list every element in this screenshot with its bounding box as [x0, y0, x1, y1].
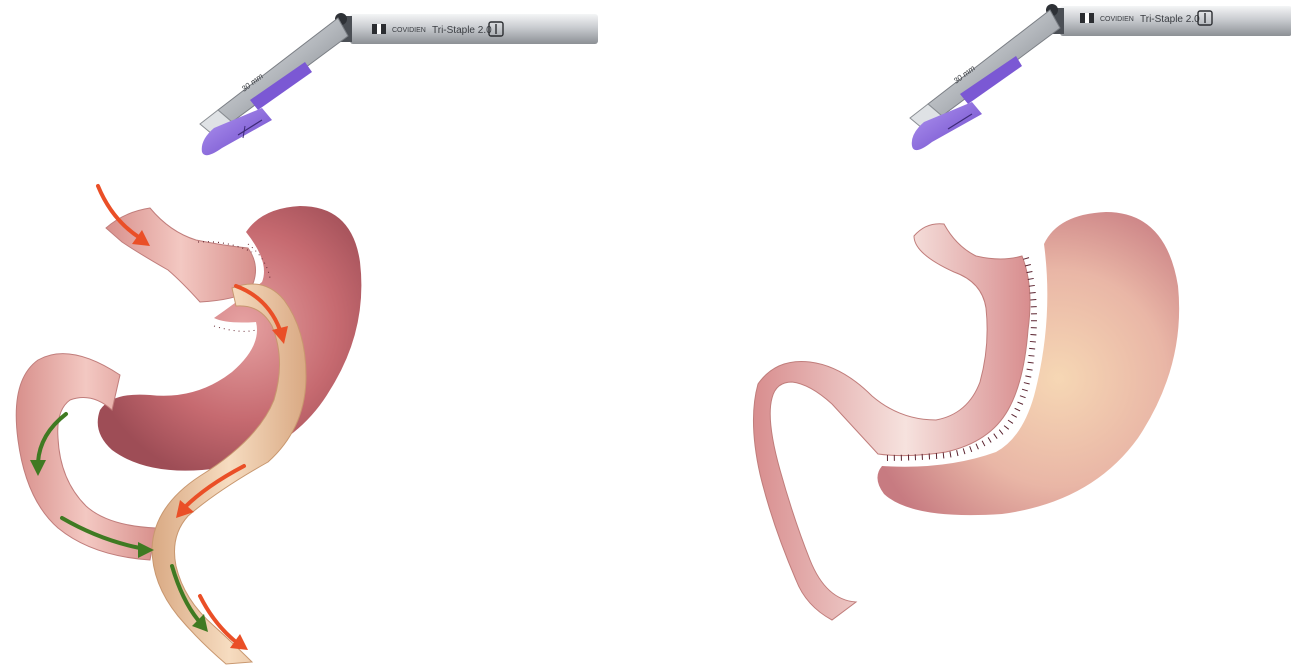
stapler-jaw-upper [928, 10, 1060, 116]
brand-label: COVIDIEN [392, 27, 426, 34]
covidien-logo-icon [372, 24, 386, 34]
surgical-stapler: COVIDIEN Tri-Staple 2.0 30 mm [200, 13, 598, 155]
sleeve-stomach [753, 224, 1030, 620]
stapler-jaw-upper [218, 18, 348, 122]
sleeve-gastrectomy-illustration: COVIDIEN Tri-Staple 2.0 30 mm [646, 0, 1291, 665]
product-label: Tri-Staple 2.0 [1140, 14, 1200, 25]
gastric-bypass-panel: COVIDIEN Tri-Staple 2.0 30 mm [0, 0, 646, 665]
covidien-logo-icon [1080, 13, 1094, 23]
gastric-bypass-illustration: COVIDIEN Tri-Staple 2.0 30 mm [0, 0, 646, 665]
sleeve-gastrectomy-panel: COVIDIEN Tri-Staple 2.0 30 mm [646, 0, 1291, 665]
product-label: Tri-Staple 2.0 [432, 25, 492, 36]
brand-label: COVIDIEN [1100, 16, 1134, 23]
surgical-stapler: COVIDIEN Tri-Staple 2.0 30 mm [910, 4, 1291, 150]
